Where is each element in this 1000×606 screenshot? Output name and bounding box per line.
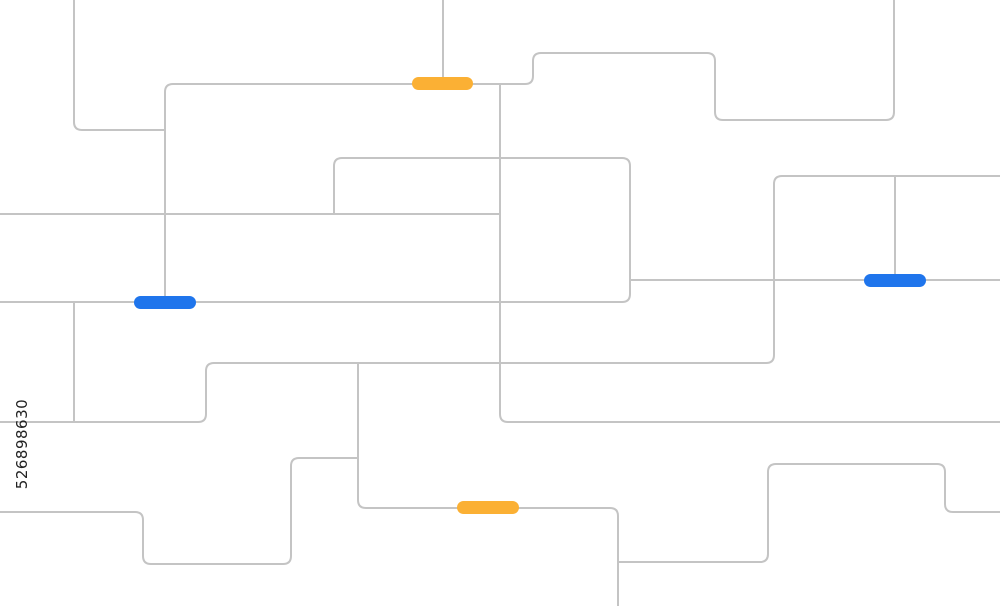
marker-blue-right [864, 274, 926, 287]
connector-line [617, 463, 1000, 563]
marker-yellow-top [412, 77, 473, 90]
connector-line [499, 83, 1000, 423]
marker-blue-left [134, 296, 196, 309]
marker-yellow-bottom [457, 501, 519, 514]
markers [134, 77, 926, 514]
stock-id-watermark: 526898630 [12, 364, 32, 524]
connector-line [0, 157, 631, 303]
connector-line [164, 0, 895, 303]
connector-line [73, 0, 166, 131]
connector-line [0, 457, 359, 565]
connector-line [357, 362, 619, 606]
stock-id-text: 526898630 [13, 398, 31, 490]
connector-line [0, 175, 1000, 423]
